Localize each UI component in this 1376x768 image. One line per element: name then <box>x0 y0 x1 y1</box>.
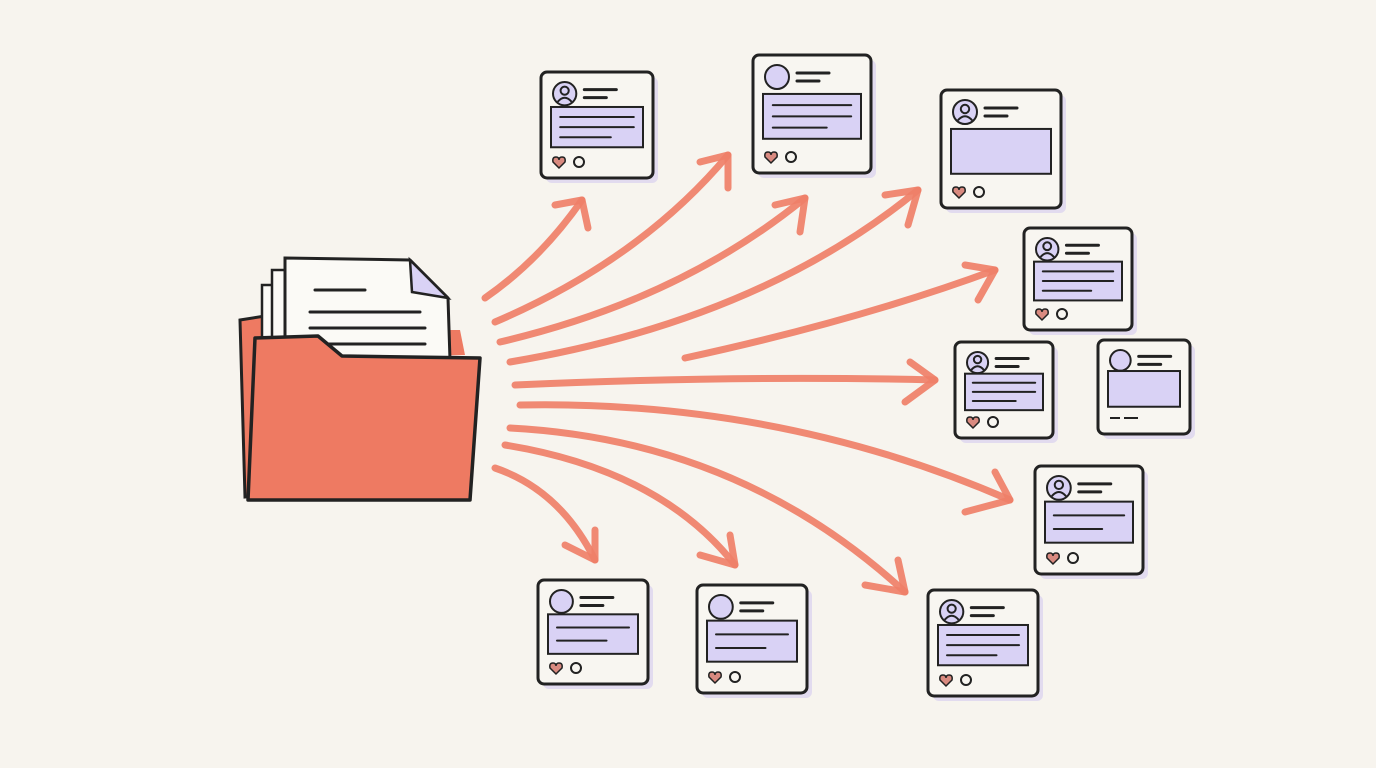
arrow-head <box>551 196 592 232</box>
arrow-6 <box>511 358 939 406</box>
heart-icon <box>708 671 722 685</box>
post-content <box>1044 500 1134 544</box>
arrow-shaft <box>516 401 1014 504</box>
post-card-8 <box>536 578 653 689</box>
arrows-group <box>481 151 1014 596</box>
folder-front <box>246 334 482 502</box>
person-icon <box>939 599 965 625</box>
heart-icon <box>1046 552 1060 566</box>
person-head <box>559 85 570 96</box>
arrow-shaft <box>491 464 599 564</box>
post-card-2 <box>751 53 876 178</box>
person-head <box>1053 479 1065 491</box>
arrow-head <box>696 151 732 192</box>
post-card-3 <box>939 88 1066 213</box>
comment-icon <box>973 186 985 198</box>
post-content <box>950 127 1052 175</box>
arrow-shaft <box>481 196 586 302</box>
comment-icon <box>960 674 972 686</box>
heart-icon <box>1035 308 1049 322</box>
arrow-10 <box>491 464 599 564</box>
arrow-head <box>771 194 809 236</box>
arrow-head <box>961 468 1014 516</box>
post-content <box>706 619 798 663</box>
cards-group <box>536 53 1195 701</box>
heart-icon <box>549 662 563 676</box>
person-body <box>943 614 960 621</box>
arrow-shaft <box>681 266 999 362</box>
arrow-4 <box>506 186 922 366</box>
avatar-circle <box>1109 349 1132 372</box>
arrow-7 <box>516 401 1014 516</box>
avatar-circle <box>708 594 734 620</box>
arrow-head <box>696 531 739 569</box>
heart-icon <box>952 186 966 200</box>
post-card-6 <box>1096 338 1195 439</box>
person-head <box>1042 241 1053 252</box>
person-body <box>957 115 973 122</box>
arrow-shaft <box>501 441 739 569</box>
arrow-8 <box>506 424 909 596</box>
person-body <box>556 96 573 103</box>
comment-icon <box>573 156 585 168</box>
comment-icon <box>987 416 999 428</box>
arrow-head <box>861 556 909 596</box>
post-card-9 <box>695 583 812 698</box>
person-head <box>972 354 983 365</box>
post-card-4 <box>1022 226 1137 335</box>
heart-icon <box>552 156 566 170</box>
heart-icon <box>939 674 953 688</box>
person-head <box>959 103 971 115</box>
arrow-shaft <box>506 424 909 596</box>
person-body <box>1039 252 1055 258</box>
comment-icon <box>1056 308 1068 320</box>
arrow-shaft <box>496 194 809 346</box>
arrow-head <box>901 358 939 406</box>
arrow-shaft <box>506 186 922 366</box>
person-body <box>970 365 985 371</box>
avatar-circle <box>764 64 790 90</box>
post-card-7 <box>1033 464 1148 579</box>
post-content <box>547 613 639 655</box>
person-icon <box>1046 475 1072 501</box>
arrow-shaft <box>491 151 732 326</box>
person-icon <box>552 81 578 107</box>
comment-icon <box>1067 552 1079 564</box>
person-body <box>1050 491 1067 497</box>
post-content <box>1107 370 1181 408</box>
heart-icon <box>764 151 778 165</box>
arrow-shaft <box>511 374 939 389</box>
heart-icon <box>966 416 980 430</box>
post-card-1 <box>539 70 658 183</box>
arrow-head <box>881 186 922 229</box>
arrow-head <box>561 526 599 564</box>
arrow-head <box>961 261 999 304</box>
arrow-2 <box>491 151 732 326</box>
comment-icon <box>570 662 582 674</box>
comment-icon <box>785 151 797 163</box>
arrow-9 <box>501 441 739 569</box>
comment-icon <box>729 671 741 683</box>
person-icon <box>952 99 978 125</box>
post-card-10 <box>926 588 1043 701</box>
folder-icon <box>238 256 482 502</box>
arrow-1 <box>481 196 592 302</box>
post-card-5 <box>953 340 1058 443</box>
avatar-circle <box>549 589 574 614</box>
arrow-3 <box>496 194 809 346</box>
arrow-5 <box>681 261 999 362</box>
person-head <box>946 603 957 614</box>
document-fold <box>408 256 452 300</box>
